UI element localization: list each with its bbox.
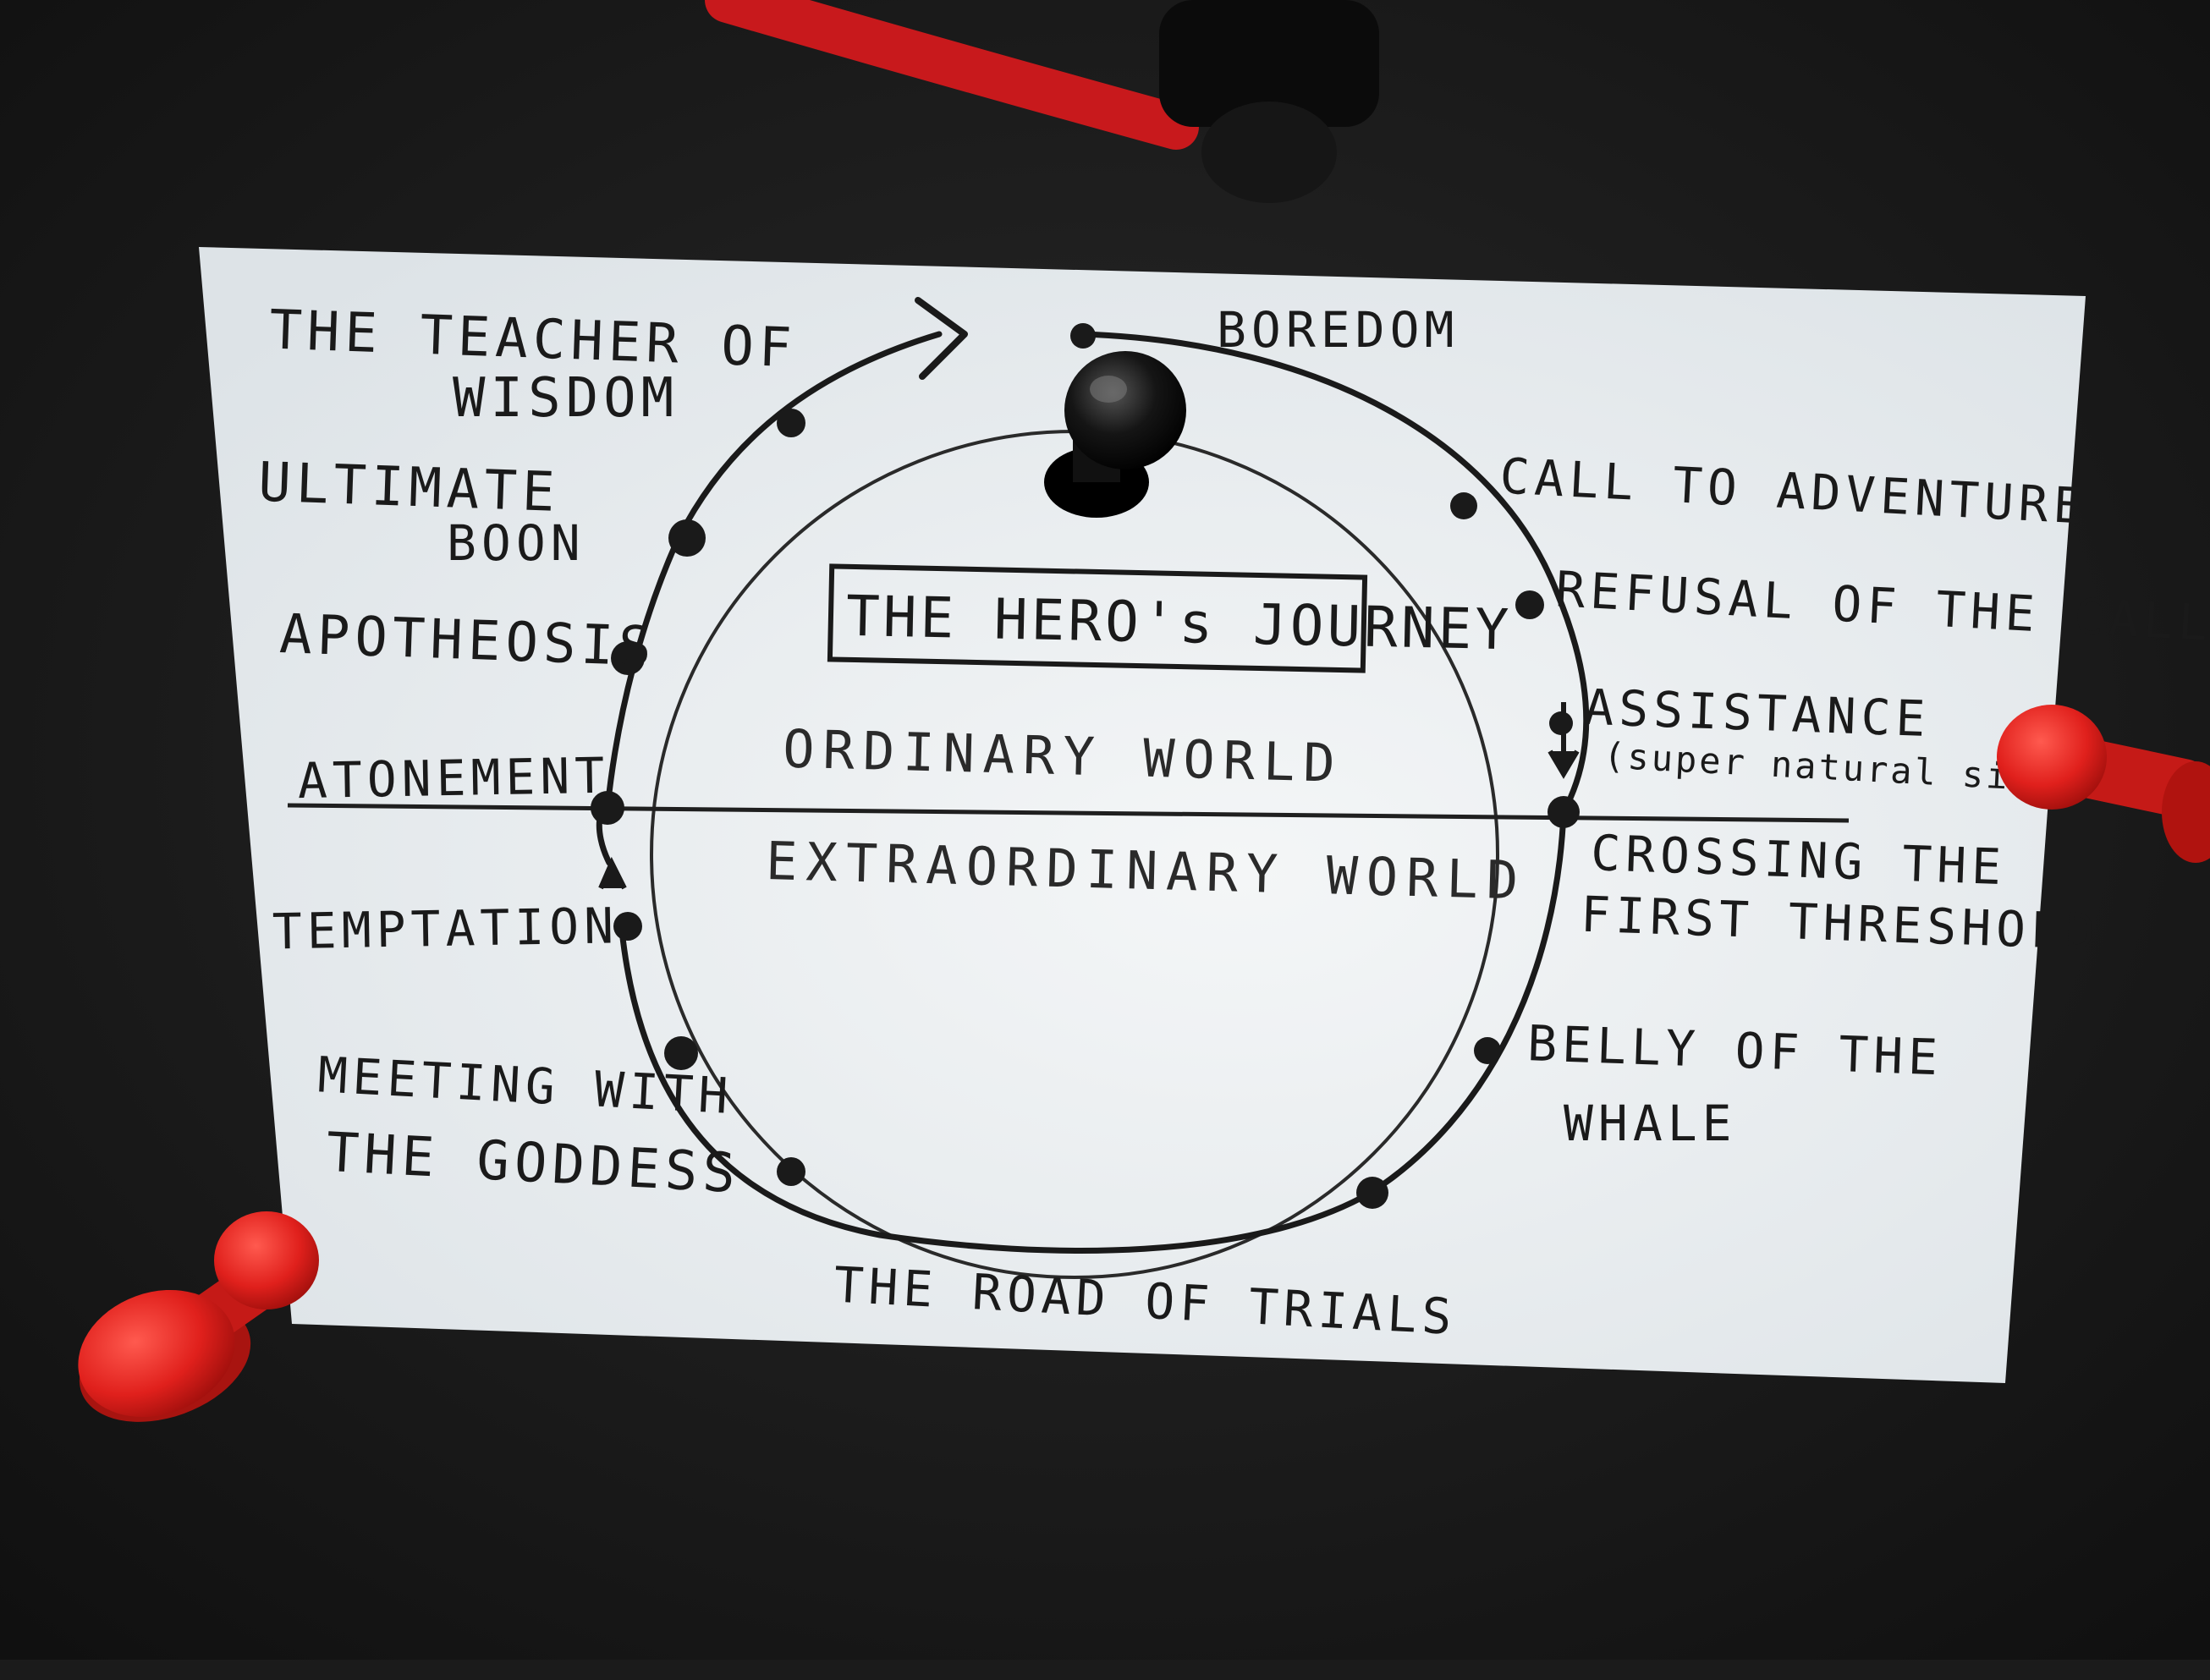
label-temptation: TEMPTATION [272,897,618,960]
dot-belly [1474,1037,1501,1064]
dot-boredom [1070,323,1096,349]
label-apotheosis: APOTHEOSIS [278,603,657,678]
dot-refusal [1515,590,1544,619]
dot-teacher [777,409,805,437]
dot-assistance [1549,711,1573,735]
label-teacher-line2: WISDOM [453,367,679,430]
label-boon-line2: BOON [447,514,585,572]
black-object-base [1201,102,1337,203]
label-belly-line2: WHALE [1564,1095,1737,1152]
label-boredom: BOREDOM [1217,301,1459,359]
dot-boon [668,519,706,557]
label-boon-line1: ULTIMATE [257,452,561,524]
bottom-strip [0,1660,2210,1680]
dot-trials-left [777,1157,805,1186]
dot-call [1450,492,1477,519]
label-atonement: ATONEMENT [297,747,609,810]
journey-title: THE HERO's JOURNEY [845,584,1513,662]
dot-crossing [1548,796,1580,828]
dot-trials-right [1356,1177,1388,1209]
